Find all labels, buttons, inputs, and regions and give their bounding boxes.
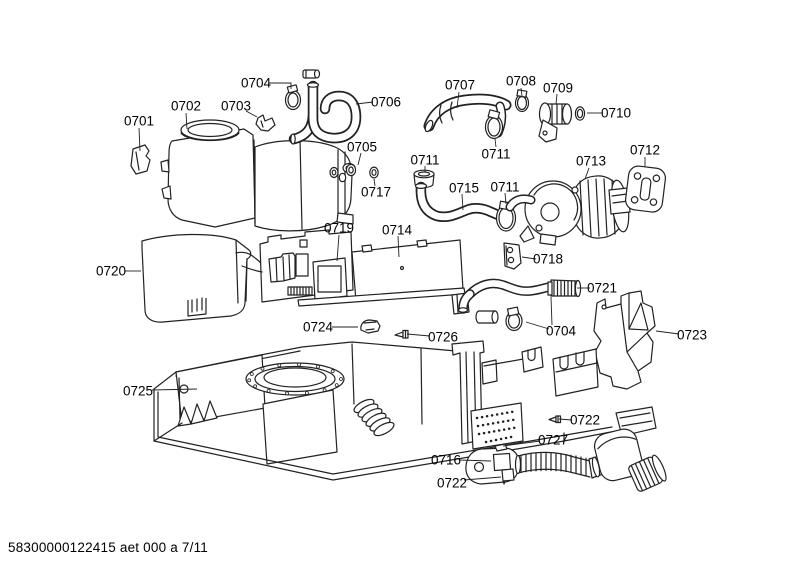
document-footer: 58300000122415 aet 000 a 7/11 bbox=[8, 540, 208, 555]
part-label-0723: 0723 bbox=[677, 328, 707, 343]
leader-line bbox=[185, 112, 188, 130]
part-0724-clip bbox=[360, 319, 381, 334]
leader-line bbox=[397, 235, 400, 258]
part-0706-hose bbox=[288, 80, 362, 145]
leader-line bbox=[269, 82, 292, 89]
part-label-0709: 0709 bbox=[543, 81, 573, 96]
leader-line bbox=[336, 234, 340, 262]
part-0726-screw bbox=[394, 329, 409, 339]
leader-line bbox=[151, 388, 198, 391]
part-label-0720: 0720 bbox=[96, 264, 126, 279]
part-0715-hose bbox=[414, 181, 509, 223]
part-0705-seals bbox=[329, 163, 357, 183]
leader-line bbox=[458, 459, 492, 462]
part-label-0711: 0711 bbox=[410, 153, 439, 168]
part-label-0703: 0703 bbox=[221, 99, 251, 114]
part-label-0704: 0704 bbox=[241, 76, 272, 91]
labels-layer: 0701 0702 0703 0704 0706 0705 0717 0707 0708 0709… bbox=[96, 74, 707, 491]
part-0704-clamp-bottom bbox=[505, 306, 523, 332]
part-label-0704: 0704 bbox=[546, 324, 577, 339]
part-label-0721: 0721 bbox=[587, 281, 617, 296]
part-label-0706: 0706 bbox=[371, 95, 401, 110]
part-label-0715: 0715 bbox=[449, 181, 479, 196]
part-0718-bracket bbox=[503, 242, 522, 270]
part-label-0716: 0716 bbox=[431, 453, 461, 468]
part-0710-seal bbox=[574, 106, 586, 121]
part-label-0705: 0705 bbox=[347, 140, 377, 155]
part-label-0712: 0712 bbox=[630, 143, 660, 158]
part-label-0726: 0726 bbox=[428, 330, 458, 345]
part-label-0725: 0725 bbox=[123, 384, 153, 399]
part-label-0727: 0727 bbox=[538, 433, 568, 448]
leader-line bbox=[355, 101, 374, 105]
part-label-0701: 0701 bbox=[124, 114, 154, 129]
part-0712-gasket bbox=[624, 165, 666, 213]
part-label-0722: 0722 bbox=[437, 476, 467, 491]
part-label-0714: 0714 bbox=[382, 223, 413, 238]
leader-line bbox=[138, 127, 141, 152]
part-label-0702: 0702 bbox=[171, 99, 201, 114]
part-0721-hose-fitting bbox=[457, 278, 582, 324]
leader-line bbox=[555, 93, 558, 105]
part-label-0713: 0713 bbox=[576, 154, 606, 169]
leader-line bbox=[550, 296, 553, 326]
part-0713-pump bbox=[505, 175, 631, 246]
leader-line bbox=[520, 87, 523, 97]
leader-line bbox=[504, 192, 507, 205]
part-label-0708: 0708 bbox=[506, 74, 536, 89]
part-0701-clip bbox=[130, 144, 151, 175]
part-label-0718: 0718 bbox=[533, 252, 563, 267]
part-0719-control-module bbox=[241, 229, 354, 303]
part-label-0707: 0707 bbox=[445, 78, 475, 93]
leader-line bbox=[521, 256, 537, 260]
part-0720-panel bbox=[141, 233, 288, 323]
leader-line bbox=[494, 138, 497, 148]
leader-line bbox=[456, 91, 460, 109]
part-label-0710: 0710 bbox=[601, 106, 631, 121]
part-0725-base-assembly bbox=[153, 340, 657, 481]
part-0716-drain-hose-assembly bbox=[465, 428, 667, 492]
leader-line bbox=[357, 152, 362, 166]
leader-line bbox=[463, 476, 502, 481]
leader-line bbox=[245, 110, 258, 118]
leader-line bbox=[502, 440, 541, 447]
part-0702-condenser-tank bbox=[160, 119, 356, 232]
part-0723-bracket bbox=[593, 290, 656, 390]
part-label-0722: 0722 bbox=[570, 413, 600, 428]
part-label-0711: 0711 bbox=[490, 180, 519, 195]
leader-line bbox=[406, 333, 431, 337]
leader-line bbox=[373, 178, 376, 187]
leader-line bbox=[461, 193, 464, 211]
leader-line bbox=[525, 321, 550, 330]
part-0703-bracket bbox=[255, 114, 276, 132]
part-label-0719: 0719 bbox=[324, 221, 354, 236]
part-label-0724: 0724 bbox=[303, 320, 334, 335]
part-label-0717: 0717 bbox=[361, 185, 391, 200]
part-0711-clamp-upper bbox=[484, 109, 504, 140]
part-0722-screw-upper bbox=[548, 415, 562, 424]
leader-line bbox=[584, 167, 590, 180]
leader-line bbox=[655, 330, 680, 335]
part-0709-fitting bbox=[538, 102, 573, 143]
part-0717-seal bbox=[369, 166, 379, 179]
leader-line bbox=[558, 418, 573, 421]
part-0704-clamp-top bbox=[284, 69, 321, 111]
part-label-0711: 0711 bbox=[481, 147, 510, 162]
